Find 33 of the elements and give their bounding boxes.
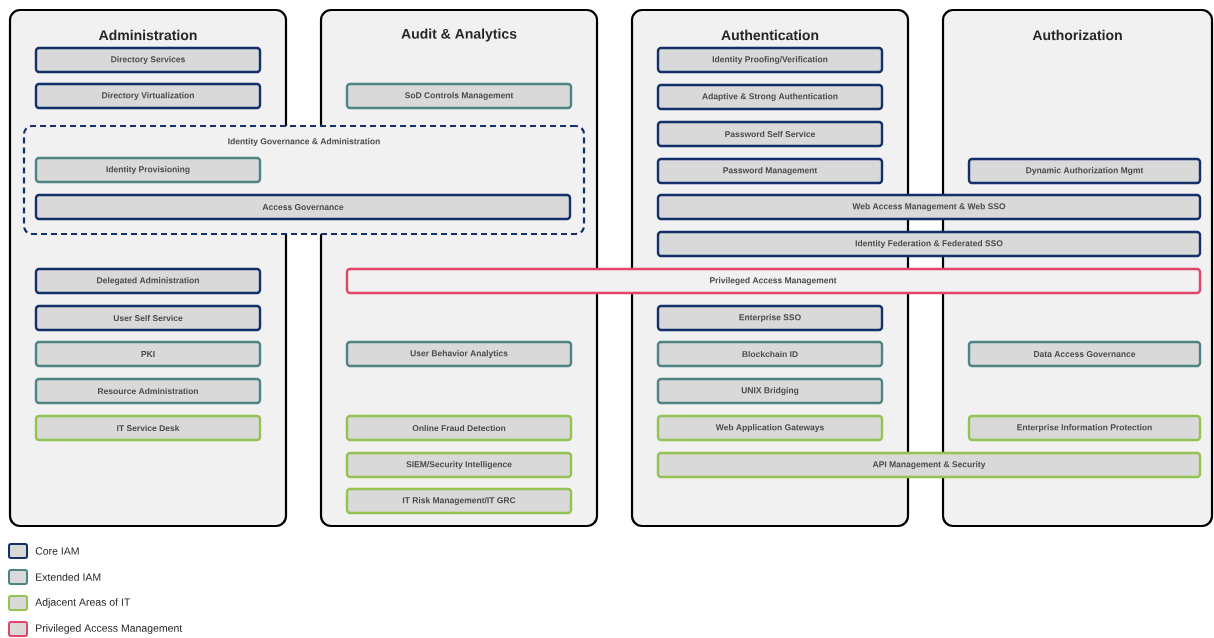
capability-box: User Self Service	[34, 304, 262, 332]
capability-box: API Management & Security	[656, 451, 1202, 479]
capability-box: Identity Provisioning	[34, 156, 262, 184]
capability-box: SIEM/Security Intelligence	[345, 451, 573, 479]
capability-box: Online Fraud Detection	[345, 414, 573, 442]
capability-box: Resource Administration	[34, 377, 262, 405]
capability-box: Identity Federation & Federated SSO	[656, 230, 1202, 258]
capability-box: Enterprise Information Protection	[967, 414, 1202, 442]
legend-label: Extended IAM	[36, 573, 101, 581]
capability-box: Identity Proofing/Verification	[656, 46, 884, 74]
capability-box: IT Service Desk	[34, 414, 262, 442]
capability-box: User Behavior Analytics	[345, 340, 573, 368]
capability-box: Directory Services	[34, 46, 262, 74]
capability-box: PKI	[34, 340, 262, 368]
capability-box: Enterprise SSO	[656, 304, 884, 332]
capability-box: UNIX Bridging	[656, 377, 884, 405]
capability-box: IT Risk Management/IT GRC	[345, 487, 573, 515]
capability-box: Directory Virtualization	[34, 82, 262, 110]
capability-box: Adaptive & Strong Authentication	[656, 83, 884, 111]
capability-box: Blockchain ID	[656, 340, 884, 368]
capability-box: Web Access Management & Web SSO	[656, 193, 1202, 221]
capability-box: Dynamic Authorization Mgmt	[967, 157, 1202, 185]
legend-label: Adjacent Areas of IT	[35, 598, 131, 608]
capability-box: Password Self Service	[656, 120, 884, 148]
capability-box: SoD Controls Management	[345, 82, 573, 110]
capability-box: Data Access Governance	[967, 340, 1202, 368]
legend-label: Privileged Access Management	[36, 624, 183, 634]
capability-box: Delegated Administration	[34, 267, 262, 295]
capability-box: Access Governance	[34, 193, 572, 221]
capability-box: Web Application Gateways	[656, 414, 884, 442]
legend-label: Core IAM	[35, 547, 79, 555]
capability-box: Password Management	[656, 157, 884, 185]
capability-box: Privileged Access Management	[345, 267, 1202, 295]
